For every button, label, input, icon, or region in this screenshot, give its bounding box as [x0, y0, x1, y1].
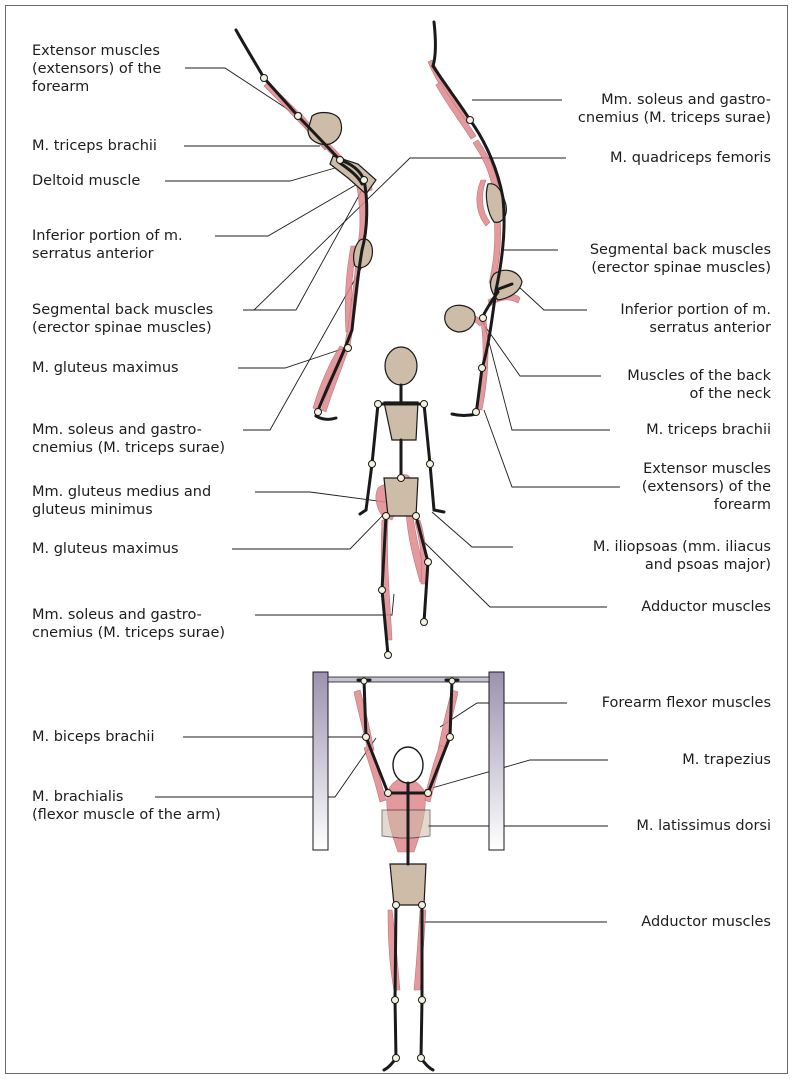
label-line: M. quadriceps femoris [610, 149, 771, 167]
label-line: (extensors) of the [32, 60, 161, 78]
label-neck-back-muscles: Muscles of the back of the neck [627, 367, 771, 403]
label-soleus-gastrocnemius-3: Mm. soleus and gastro- cnemius (M. trice… [32, 606, 225, 642]
label-line: (erector spinae muscles) [32, 319, 213, 337]
label-gluteus-maximus-2: M. gluteus maximus [32, 540, 179, 558]
label-line: M. gluteus maximus [32, 540, 179, 558]
figure-hanging [313, 672, 504, 1070]
label-line: M. iliopsoas (mm. iliacus [593, 538, 771, 556]
label-line: Segmental back muscles [32, 301, 213, 319]
label-serratus-inferior: Inferior portion of m. serratus anterior [32, 227, 183, 263]
label-gluteus-maximus: M. gluteus maximus [32, 359, 179, 377]
label-deltoid-muscle: Deltoid muscle [32, 172, 140, 190]
label-line: Extensor muscles [32, 42, 161, 60]
label-line: cnemius (M. triceps surae) [578, 109, 771, 127]
label-iliopsoas: M. iliopsoas (mm. iliacus and psoas majo… [593, 538, 771, 574]
label-line: M. latissimus dorsi [636, 817, 771, 835]
label-line: cnemius (M. triceps surae) [32, 624, 225, 642]
label-line: Muscles of the back [627, 367, 771, 385]
label-line: M. brachialis [32, 788, 221, 806]
label-line: Extensor muscles [642, 460, 771, 478]
label-line: forearm [32, 78, 161, 96]
label-brachialis: M. brachialis (flexor muscle of the arm) [32, 788, 221, 824]
label-biceps-brachii: M. biceps brachii [32, 728, 155, 746]
label-segmental-back-2: Segmental back muscles (erector spinae m… [590, 241, 771, 277]
label-line: serratus anterior [32, 245, 183, 263]
label-line: M. triceps brachii [646, 421, 771, 439]
label-line: and psoas major) [593, 556, 771, 574]
label-line: (erector spinae muscles) [590, 259, 771, 277]
figure-standing-one-leg [360, 347, 444, 659]
label-adductor-muscles-2: Adductor muscles [641, 913, 771, 931]
label-line: M. triceps brachii [32, 137, 157, 155]
label-line: Adductor muscles [641, 598, 771, 616]
label-line: Mm. soleus and gastro- [578, 91, 771, 109]
label-latissimus-dorsi: M. latissimus dorsi [636, 817, 771, 835]
label-serratus-inferior-2: Inferior portion of m. serratus anterior [620, 301, 771, 337]
label-line: M. biceps brachii [32, 728, 155, 746]
label-extensor-forearm-2: Extensor muscles (extensors) of the fore… [642, 460, 771, 514]
label-segmental-back: Segmental back muscles (erector spinae m… [32, 301, 213, 337]
label-line: Mm. soleus and gastro- [32, 606, 225, 624]
label-triceps-brachii: M. triceps brachii [32, 137, 157, 155]
label-trapezius: M. trapezius [682, 751, 771, 769]
label-line: of the neck [627, 385, 771, 403]
label-line: Mm. gluteus medius and [32, 483, 211, 501]
label-adductor-muscles: Adductor muscles [641, 598, 771, 616]
label-triceps-brachii-2: M. triceps brachii [646, 421, 771, 439]
label-extensor-forearm: Extensor muscles (extensors) of the fore… [32, 42, 161, 96]
label-line: Forearm flexor muscles [602, 694, 771, 712]
label-line: forearm [642, 496, 771, 514]
label-line: Deltoid muscle [32, 172, 140, 190]
label-line: gluteus minimus [32, 501, 211, 519]
label-line: Mm. soleus and gastro- [32, 421, 225, 439]
label-line: (flexor muscle of the arm) [32, 806, 221, 824]
label-line: M. gluteus maximus [32, 359, 179, 377]
label-gluteus-medius-minimus: Mm. gluteus medius and gluteus minimus [32, 483, 211, 519]
label-soleus-gastrocnemius: Mm. soleus and gastro- cnemius (M. trice… [32, 421, 225, 457]
label-line: M. trapezius [682, 751, 771, 769]
figure-backward-lean [428, 22, 522, 416]
label-line: Adductor muscles [641, 913, 771, 931]
label-line: serratus anterior [620, 319, 771, 337]
label-line: Inferior portion of m. [32, 227, 183, 245]
label-line: Segmental back muscles [590, 241, 771, 259]
label-soleus-gastrocnemius-2: Mm. soleus and gastro- cnemius (M. trice… [578, 91, 771, 127]
label-line: Inferior portion of m. [620, 301, 771, 319]
label-quadriceps-femoris: M. quadriceps femoris [610, 149, 771, 167]
label-line: (extensors) of the [642, 478, 771, 496]
label-line: cnemius (M. triceps surae) [32, 439, 225, 457]
label-forearm-flexor: Forearm flexor muscles [602, 694, 771, 712]
